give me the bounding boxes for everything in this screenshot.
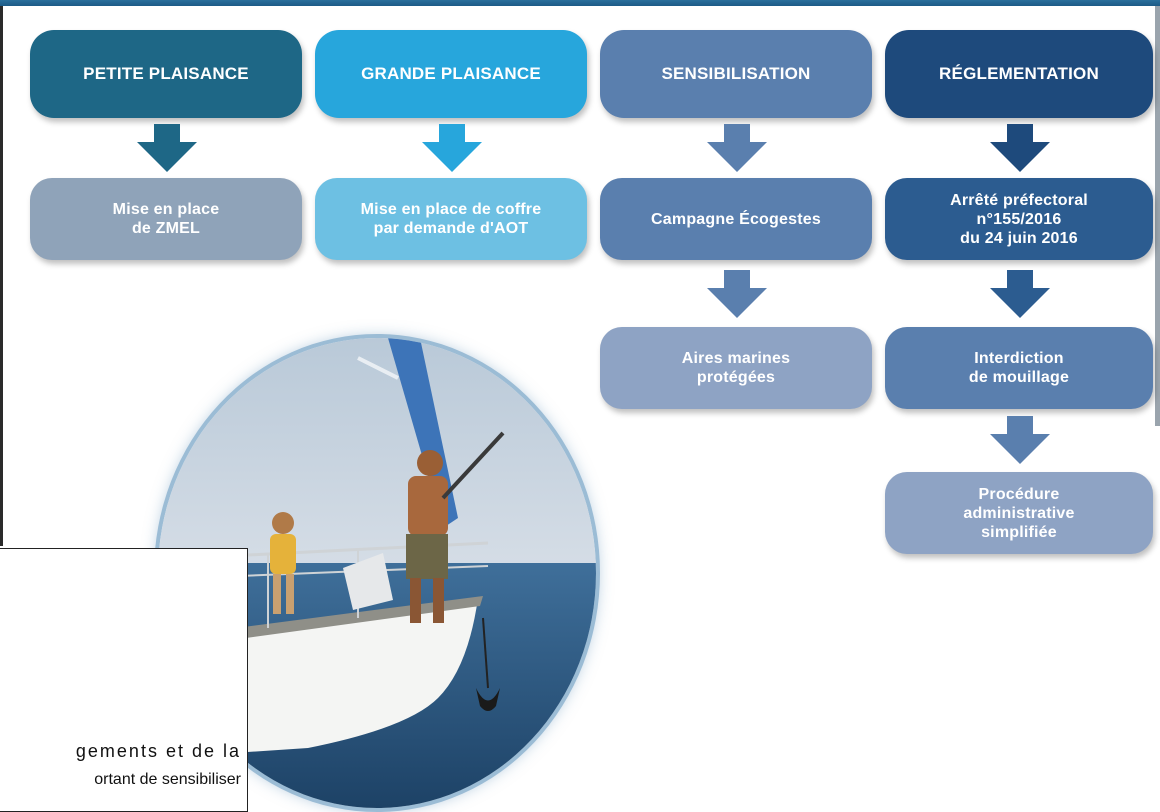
arrow-down-icon <box>990 270 1050 318</box>
box-mise-en-place-coffre: Mise en place de coffre par demande d'AO… <box>315 178 587 260</box>
box-interdiction-mouillage: Interdiction de mouillage <box>885 327 1153 409</box>
excerpt-line-2: ortant de sensibiliser <box>94 771 241 788</box>
right-border <box>1155 6 1160 426</box>
arrow-down-icon <box>990 416 1050 464</box>
box-aires-marines-protegees: Aires marines protégées <box>600 327 872 409</box>
arrow-down-icon <box>422 124 482 172</box>
box-mise-en-place-zmel: Mise en place de ZMEL <box>30 178 302 260</box>
header-reglementation: RÉGLEMENTATION <box>885 30 1153 118</box>
arrow-down-icon <box>137 124 197 172</box>
header-petite-plaisance: PETITE PLAISANCE <box>30 30 302 118</box>
box-campagne-ecogestes: Campagne Écogestes <box>600 178 872 260</box>
top-border <box>0 0 1160 6</box>
arrow-down-icon <box>707 124 767 172</box>
box-procedure-simplifiee: Procédure administrative simplifiée <box>885 472 1153 554</box>
box-arrete-prefectoral: Arrêté préfectoral n°155/2016 du 24 juin… <box>885 178 1153 260</box>
left-border <box>0 6 3 546</box>
header-label: RÉGLEMENTATION <box>939 64 1099 83</box>
header-sensibilisation: SENSIBILISATION <box>600 30 872 118</box>
document-excerpt: gements et de la ortant de sensibiliser <box>0 548 248 812</box>
excerpt-line-1: gements et de la <box>75 741 241 761</box>
arrow-down-icon <box>990 124 1050 172</box>
header-label: PETITE PLAISANCE <box>83 64 249 83</box>
arrow-down-icon <box>707 270 767 318</box>
header-label: SENSIBILISATION <box>661 64 811 83</box>
header-label: GRANDE PLAISANCE <box>361 64 541 83</box>
header-grande-plaisance: GRANDE PLAISANCE <box>315 30 587 118</box>
